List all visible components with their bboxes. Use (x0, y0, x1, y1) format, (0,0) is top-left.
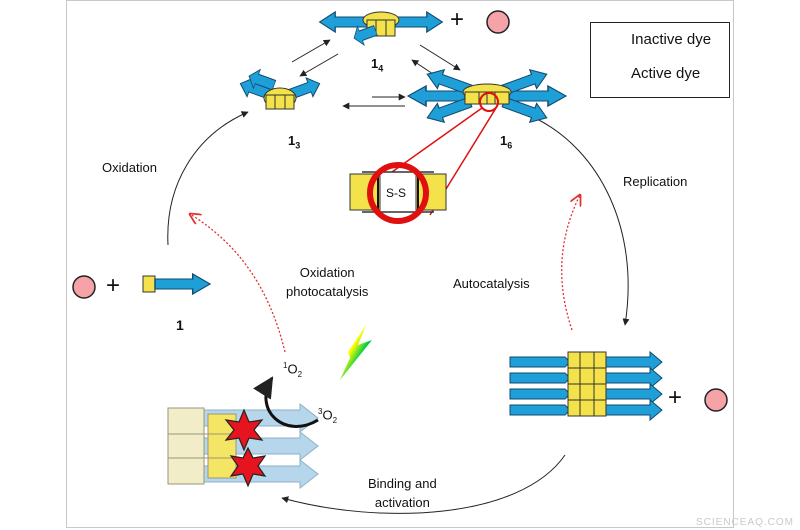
tetramer-label: 14 (371, 56, 384, 74)
plus-sign-left: + (106, 272, 121, 299)
legend-box: Inactive dye Active dye (590, 22, 730, 98)
disulfide-label: S-S (386, 186, 407, 200)
figure-border (66, 0, 734, 528)
active-dye-lower (229, 446, 267, 488)
monomer-structure (142, 273, 211, 295)
oxidation-arrow (167, 111, 249, 246)
trimer-structure (236, 66, 324, 110)
trimer-label: 13 (288, 133, 301, 151)
inactive-dye-left (72, 275, 96, 299)
oxygen-conversion-arrow (253, 376, 319, 428)
eq-arrow-2 (299, 53, 339, 77)
replication-label: Replication (623, 174, 688, 189)
hexamer-label: 16 (500, 133, 513, 151)
autocatalysis-label: Autocatalysis (453, 276, 530, 291)
binding-arrow (281, 454, 566, 514)
hexamer-structure (407, 64, 567, 128)
photocatalysis-dotted-arrow (190, 214, 286, 353)
replication-arrow (534, 117, 630, 326)
disulfide-zoom (349, 92, 499, 224)
legend-active-label: Active dye (631, 65, 701, 82)
eq-arrow-3 (419, 44, 461, 71)
monomer-label: 1 (176, 317, 184, 333)
plus-sign-right: + (668, 384, 683, 411)
fibre-stack (509, 350, 663, 422)
tetramer-structure (318, 11, 444, 49)
inactive-dye-top (486, 10, 510, 34)
triplet-oxygen-label: 3O2 (318, 407, 338, 425)
photocatalysis-label: Oxidation photocatalysis (286, 265, 369, 299)
light-bolt-icon (340, 325, 372, 380)
plus-sign-top: + (450, 6, 465, 33)
active-dye-upper (224, 408, 264, 452)
legend-inactive-label: Inactive dye (631, 31, 712, 48)
oxidation-label: Oxidation (102, 160, 157, 175)
inactive-dye-right (704, 388, 728, 412)
eq-arrow-1 (291, 39, 331, 63)
autocatalysis-dotted-arrow (561, 195, 580, 331)
singlet-oxygen-label: 1O2 (283, 361, 303, 379)
binding-label: Binding and activation (368, 476, 437, 510)
watermark: SCIENCEAQ.COM (695, 517, 794, 528)
